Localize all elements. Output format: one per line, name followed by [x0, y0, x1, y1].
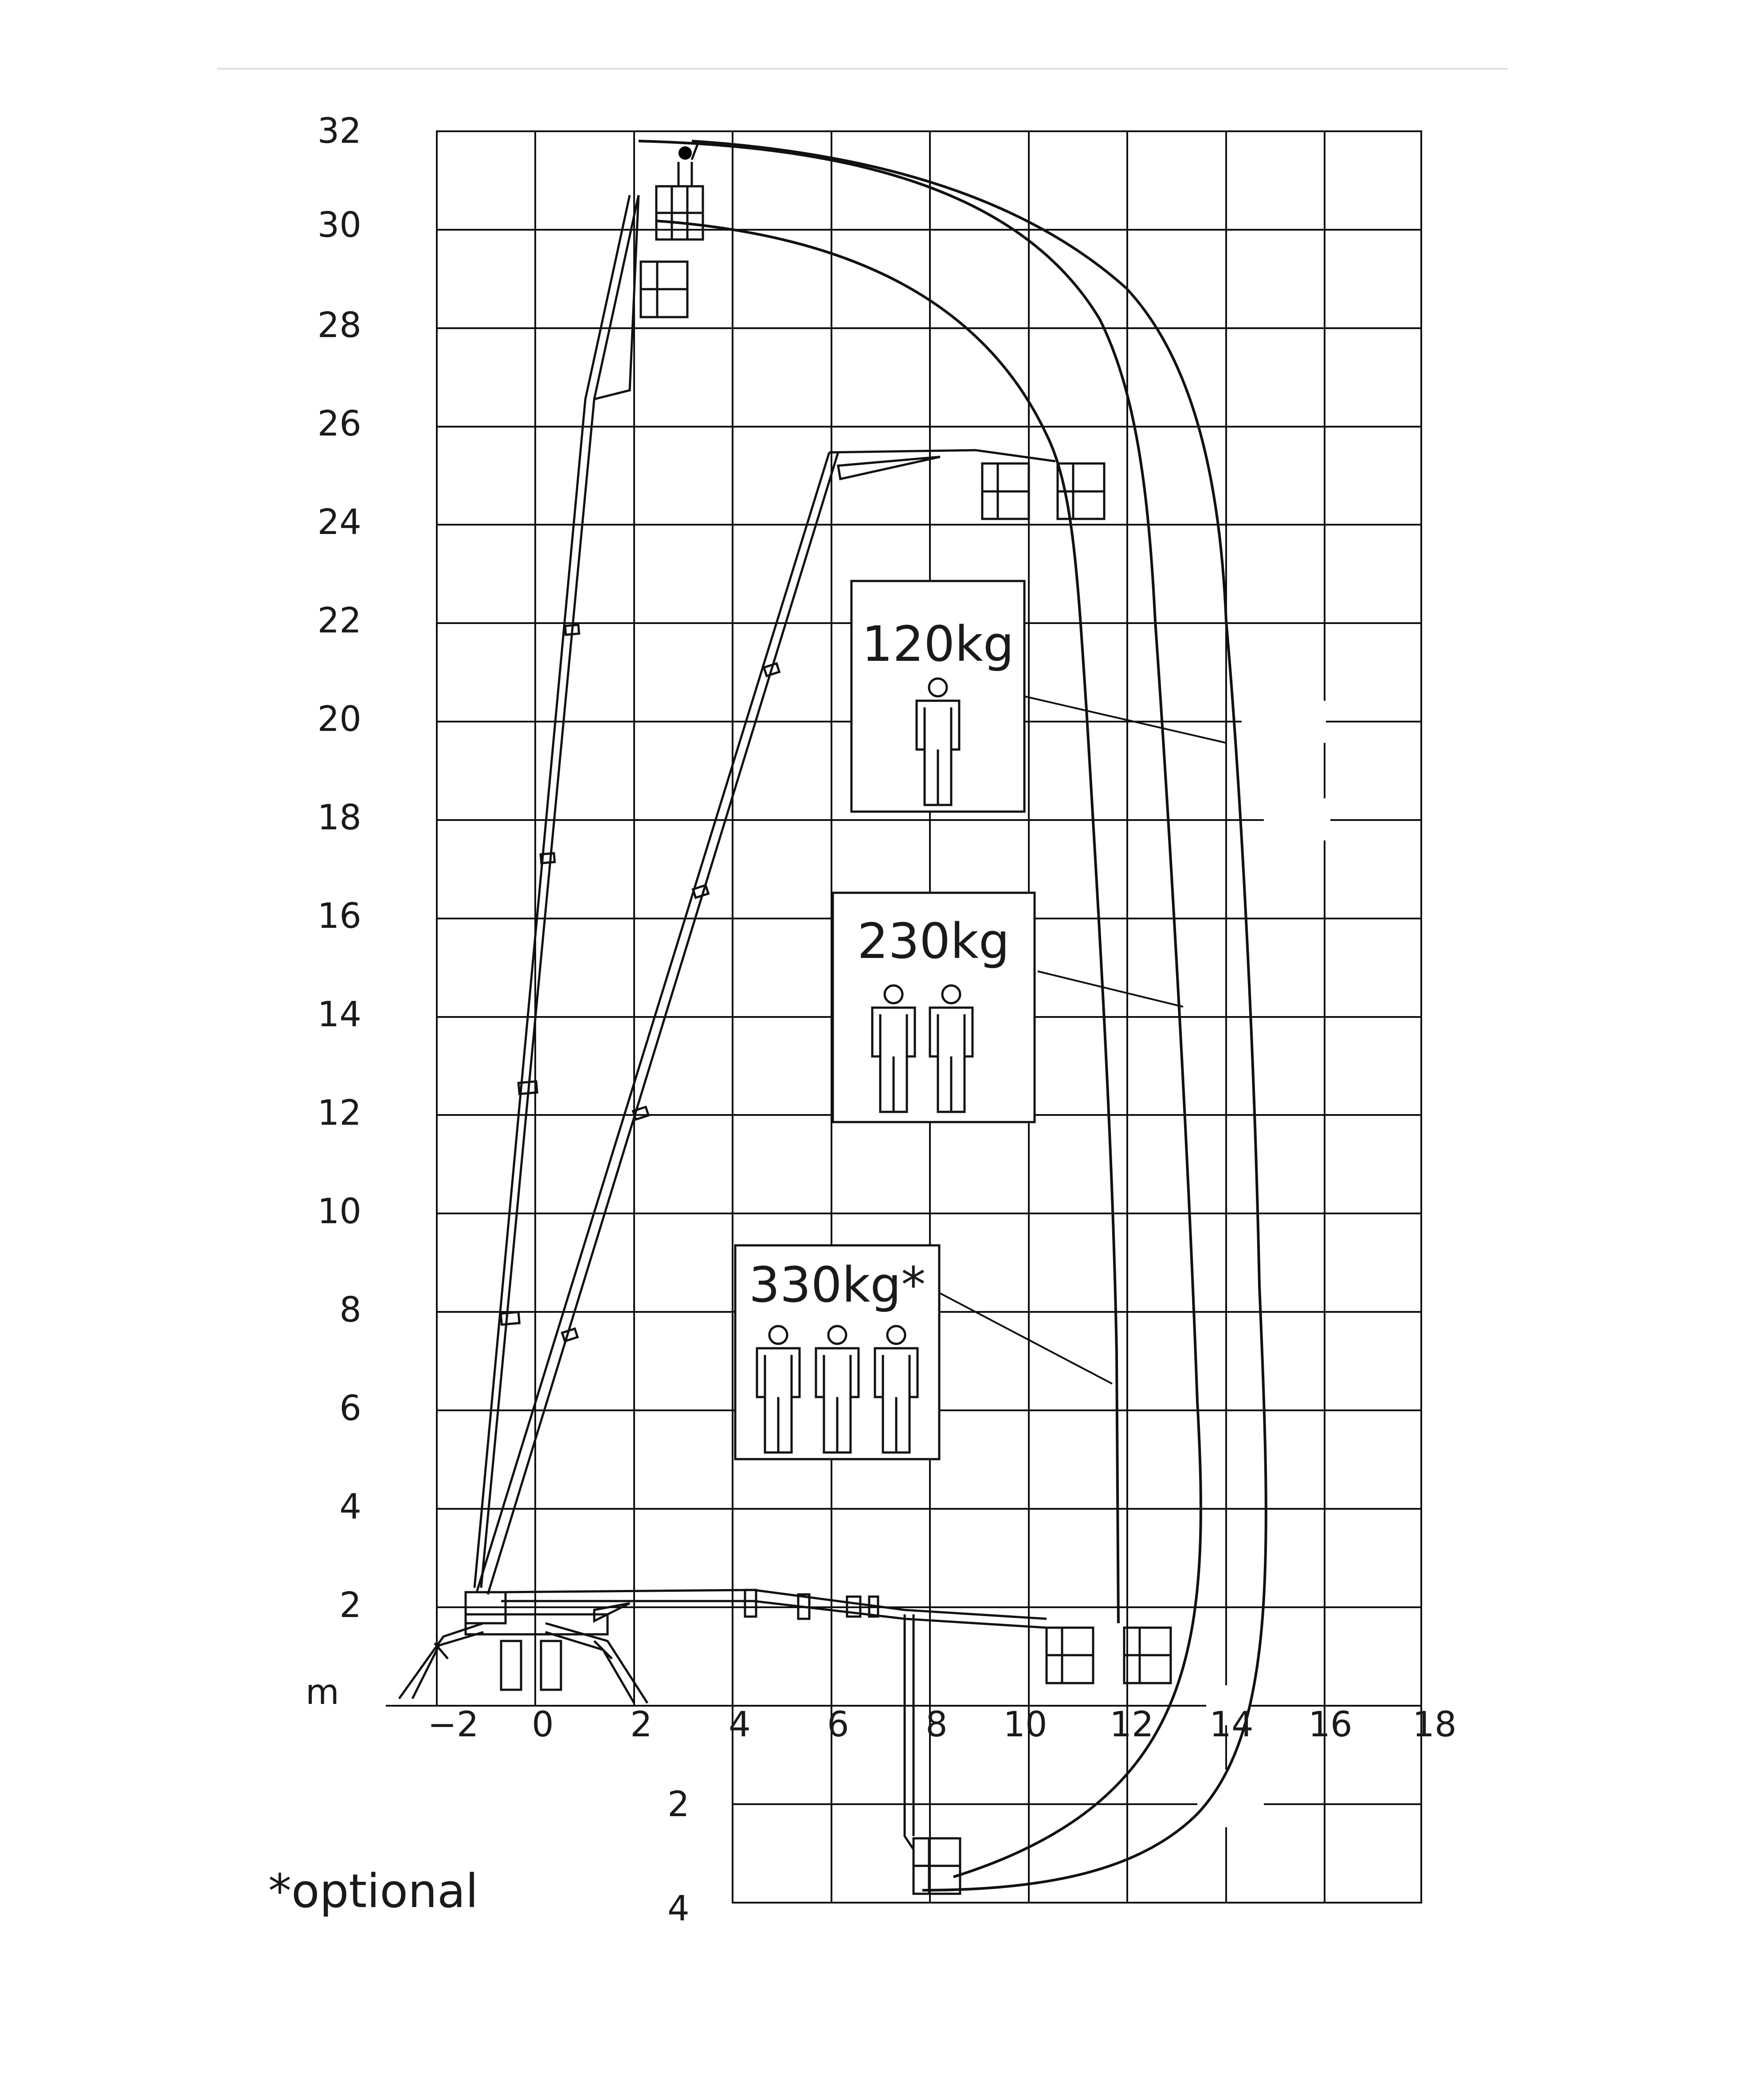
y-label: 6: [339, 1389, 361, 1429]
y-label: 30: [318, 205, 361, 245]
y-label: 24: [318, 502, 361, 542]
load-label: 120kg: [862, 616, 1014, 672]
chassis: [464, 1591, 507, 1625]
footnote: *optional: [268, 1864, 478, 1918]
outrigger-left: [398, 1622, 484, 1700]
depth-label: 4: [667, 1889, 690, 1929]
basket-mid-a: [981, 462, 1030, 520]
y-label: 4: [339, 1487, 361, 1527]
load-label: 230kg: [857, 913, 1009, 970]
y-label: 32: [318, 111, 361, 151]
y-label: 28: [318, 306, 361, 345]
y-label: 26: [318, 404, 361, 444]
below-ground-labels: 2 4: [667, 1785, 690, 1929]
x-label: 2: [630, 1705, 652, 1745]
person-icon: [929, 984, 974, 1113]
basket-mid-b: [1056, 462, 1106, 520]
working-envelopes: [638, 140, 1267, 1892]
basket-upper: [639, 260, 689, 318]
x-label: 14: [1209, 1705, 1253, 1745]
x-label: 18: [1412, 1705, 1456, 1745]
basket-ground-b: [1123, 1626, 1172, 1684]
person-icon: [915, 677, 961, 806]
basket-below: [912, 1837, 961, 1895]
y-label: 18: [318, 798, 361, 838]
load-label: 330kg*: [749, 1256, 925, 1313]
x-label: 8: [925, 1705, 948, 1745]
track-right: [540, 1640, 562, 1691]
x-label: 0: [532, 1705, 554, 1745]
track-left: [500, 1640, 522, 1691]
baskets: [639, 141, 1172, 1895]
y-label: 8: [339, 1290, 361, 1330]
unit-label: m: [306, 1672, 339, 1712]
y-label: 20: [318, 699, 361, 739]
x-label: 6: [827, 1705, 849, 1745]
leader-120kg: [1024, 695, 1227, 744]
x-label: 4: [729, 1705, 751, 1745]
y-axis-labels: 32 30 28 26 24 22 20 18 16 14 12 10 8 6 …: [306, 111, 361, 1712]
y-label: 10: [318, 1192, 361, 1232]
y-label: 2: [339, 1586, 361, 1625]
envelope-230kg: [638, 140, 1202, 1878]
y-label: 12: [318, 1093, 361, 1133]
x-label: 16: [1308, 1705, 1352, 1745]
envelope-330kg: [656, 220, 1120, 1624]
boom-horizontal: [501, 1589, 1047, 1629]
basket-ground-a: [1045, 1626, 1094, 1684]
envelope-120kg: [691, 140, 1267, 1892]
basket-top: [655, 141, 704, 241]
load-box-230kg: 230kg: [831, 891, 1036, 1123]
person-icon: [815, 1325, 860, 1454]
leader-330kg: [939, 1292, 1113, 1385]
person-icon: [874, 1325, 919, 1454]
machine-drawing: [398, 195, 1056, 1850]
x-label: 10: [1003, 1705, 1047, 1745]
person-icon: [756, 1325, 801, 1454]
y-label: 16: [318, 896, 361, 936]
outrigger-right: [545, 1622, 649, 1704]
boom-top: [473, 195, 640, 1588]
y-label: 14: [318, 995, 361, 1035]
x-label: 12: [1110, 1705, 1153, 1745]
depth-label: 2: [667, 1785, 690, 1825]
leader-230kg: [1037, 970, 1184, 1008]
person-icon: [871, 984, 916, 1113]
load-box-120kg: 120kg: [850, 580, 1026, 813]
boom-mid: [475, 449, 1056, 1595]
boom-drop: [903, 1614, 915, 1850]
y-label: 22: [318, 601, 361, 641]
x-label: −2: [428, 1705, 479, 1745]
x-axis-labels: −2 0 2 4 6 8 10 12 14 16 18: [428, 1705, 1457, 1745]
load-box-330kg: 330kg*: [734, 1244, 941, 1460]
